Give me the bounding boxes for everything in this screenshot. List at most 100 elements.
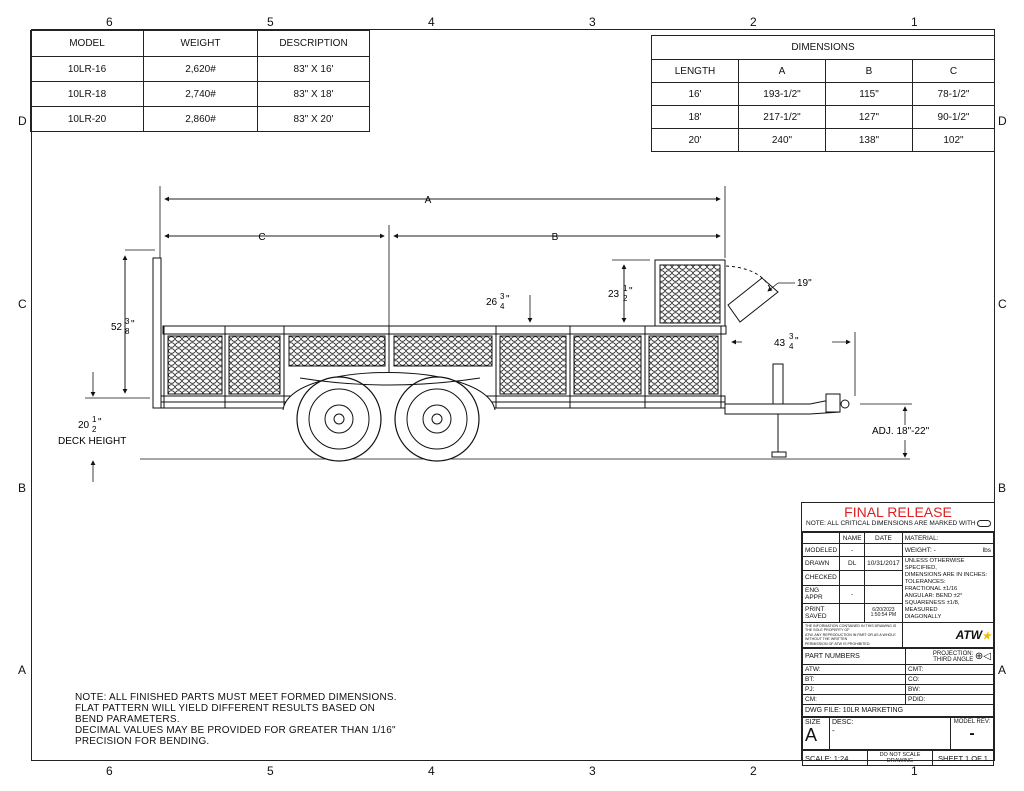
tb-modeled: MODELED <box>801 543 841 557</box>
note-line: FLAT PATTERN WILL YIELD DIFFERENT RESULT… <box>75 703 376 714</box>
prop-line: ATW. ANY REPRODUCTION IN PART OR AS A WH… <box>805 632 896 642</box>
critical-oval-icon <box>977 520 992 527</box>
model-header-model: MODEL <box>30 30 144 57</box>
zone-bottom-4: 4 <box>428 764 435 778</box>
zone-top-1: 1 <box>911 15 918 29</box>
dim-43-unit: " <box>795 336 799 347</box>
tb-print-saved: PRINT SAVED <box>801 603 841 623</box>
final-release-label: FINAL RELEASE <box>844 504 952 520</box>
critical-note-text: NOTE: ALL CRITICAL DIMENSIONS ARE MARKED… <box>806 520 976 528</box>
tb-bt: BT: <box>802 674 906 686</box>
tb-bw: BW: <box>905 684 994 696</box>
tb-model-rev: MODEL REV: - <box>950 717 994 751</box>
part-numbers-table: PART NUMBERS PROJECTION: THIRD ANGLE ⊕◁ … <box>802 648 994 718</box>
projection-text: PROJECTION: THIRD ANGLE <box>933 651 973 663</box>
zone-right-d: D <box>998 114 1007 128</box>
zone-right-a: A <box>998 663 1007 677</box>
spec-line: DIMENSIONS ARE IN INCHES: <box>904 572 988 578</box>
model-table: MODEL WEIGHT DESCRIPTION 10LR-16 2,620# … <box>30 30 370 132</box>
dim-cell: 20' <box>651 128 739 152</box>
dim-cell: 18' <box>651 105 739 129</box>
tb-weight-unit: lbs <box>982 546 991 554</box>
model-cell: 2,860# <box>143 106 258 132</box>
dim-19-label: 19" <box>797 278 812 289</box>
prop-line: THE INFORMATION CONTAINED IN THIS DRAWIN… <box>805 624 897 633</box>
prop-line: PERMISSION OF ATW IS PROHIBITED. <box>805 641 871 646</box>
note-line: NOTE: ALL FINISHED PARTS MUST MEET FORME… <box>75 692 397 703</box>
zone-top-4: 4 <box>428 15 435 29</box>
dim-cell: 193-1/2" <box>738 82 826 106</box>
size-label: SIZE <box>805 719 821 727</box>
dim-cell: 90-1/2" <box>912 105 995 129</box>
dim-header-b: B <box>825 59 913 83</box>
spec-line: SQUARENESS ±1/8, MEASURED <box>904 600 960 613</box>
tb-eng-appr: ENG APPR <box>801 584 841 605</box>
size-table: SIZE A DESC: - MODEL REV: - <box>802 717 994 751</box>
tb-drawn-name: DL <box>839 555 866 572</box>
projection-label: PROJECTION: <box>932 650 974 657</box>
dim-cell: 240" <box>738 128 826 152</box>
tb-sheet: SHEET 1 OF 1 <box>932 750 994 767</box>
zone-top-5: 5 <box>267 15 274 29</box>
zone-top-2: 2 <box>750 15 757 29</box>
trailer-body <box>140 257 910 462</box>
model-cell: 10LR-18 <box>30 81 144 107</box>
dim-b-label: B <box>552 232 559 243</box>
tb-print-date-value: 6/20/2023 <box>872 607 895 614</box>
tb-scale: SCALE: 1:24 <box>802 750 868 767</box>
dim-52-den: 8 <box>125 327 130 336</box>
zone-right-c: C <box>998 297 1007 311</box>
dim-26-label: 26 <box>486 297 498 308</box>
zone-left-b: B <box>18 481 27 495</box>
atw-logo-text: ATW <box>955 628 983 643</box>
tb-co: CO: <box>905 674 994 686</box>
tb-desc: DESC: - <box>829 717 951 751</box>
drawing-frame <box>31 29 995 761</box>
dimensions-table: DIMENSIONS LENGTH A B C 16' 193-1/2" 115… <box>651 35 995 152</box>
dim-20-num: 1 <box>92 415 97 424</box>
zone-top-6: 6 <box>106 15 113 29</box>
tb-size: SIZE A <box>802 717 830 751</box>
dim-43-den: 4 <box>789 342 794 351</box>
tb-cmt: CMT: <box>905 664 994 676</box>
third-angle-icon: ⊕◁ <box>974 650 991 662</box>
model-cell: 2,740# <box>143 81 258 107</box>
dim-cell: 217-1/2" <box>738 105 826 129</box>
approval-table: NAME DATE MATERIAL: MODELED - WEIGHT: -l… <box>801 532 995 649</box>
dim-52-unit: " <box>131 319 135 330</box>
spec-line: FRACTIONAL ±1/16 <box>904 586 958 592</box>
tb-do-not-scale: DO NOT SCALE DRAWING <box>867 750 933 767</box>
dim-header-a: A <box>738 59 826 83</box>
spec-line: DIAGONALLY <box>904 614 942 620</box>
spec-line: TOLERANCES: <box>904 579 946 585</box>
zone-top-3: 3 <box>589 15 596 29</box>
dim-26-num: 3 <box>500 292 505 301</box>
tb-drawn: DRAWN <box>801 555 841 572</box>
tb-checked: CHECKED <box>801 570 841 586</box>
dim-23-num: 1 <box>623 284 628 293</box>
tb-blank <box>864 543 903 557</box>
dim-23-label: 23 <box>608 289 620 300</box>
tb-pj: PJ: <box>802 684 906 696</box>
model-rev-value: - <box>969 725 975 743</box>
tb-cm: CM: <box>802 694 906 706</box>
tb-blank <box>864 584 903 605</box>
dimension-lines <box>85 186 912 482</box>
tb-blank <box>801 532 841 544</box>
dim-cell: 102" <box>912 128 995 152</box>
tb-date-header: DATE <box>864 532 903 544</box>
zone-left-d: D <box>18 114 27 128</box>
zone-left-c: C <box>18 297 27 311</box>
title-block: FINAL RELEASE NOTE: ALL CRITICAL DIMENSI… <box>801 502 995 767</box>
zone-bottom-1: 1 <box>911 764 918 778</box>
tb-blank <box>864 570 903 586</box>
desc-label: DESC: <box>832 719 854 727</box>
size-value: A <box>805 725 818 746</box>
spec-line: UNLESS OTHERWISE SPECIFIED, <box>904 558 965 571</box>
zone-bottom-6: 6 <box>106 764 113 778</box>
critical-dims-note: NOTE: ALL CRITICAL DIMENSIONS ARE MARKED… <box>802 520 994 532</box>
tb-print-date: 6/20/2023 1:50:54 PM <box>864 603 903 623</box>
tb-material-label: MATERIAL: <box>901 532 995 544</box>
tb-property-notice: THE INFORMATION CONTAINED IN THIS DRAWIN… <box>802 621 903 649</box>
